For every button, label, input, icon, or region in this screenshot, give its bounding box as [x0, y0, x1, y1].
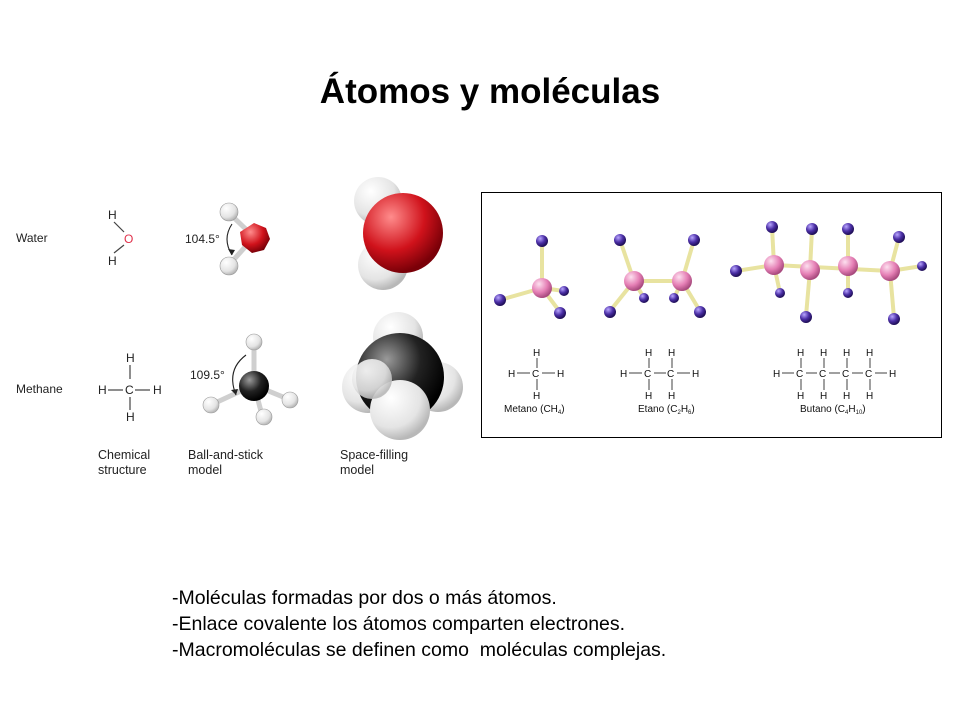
bullet-item: -Macromoléculas se definen como molécula… — [172, 639, 667, 661]
svg-text:H: H — [889, 369, 896, 380]
svg-text:H: H — [620, 369, 627, 380]
svg-text:C: C — [125, 383, 134, 397]
svg-text:H: H — [668, 391, 675, 402]
svg-text:H: H — [557, 369, 564, 380]
methane-3d-model — [499, 241, 565, 314]
svg-text:H: H — [533, 391, 540, 402]
methane-structural-formula: H H C H H — [508, 348, 564, 402]
svg-text:C: C — [667, 369, 674, 380]
caption-space-filling-1: Space-filling — [340, 448, 408, 462]
caption-ball-and-stick-1: Ball-and-stick — [188, 448, 264, 462]
svg-text:H: H — [866, 348, 873, 359]
methane-chemical-structure: H H C H H — [98, 351, 162, 424]
water-ball-and-stick-model: 104.5° — [185, 202, 270, 276]
svg-text:H: H — [98, 383, 107, 397]
svg-text:H: H — [108, 254, 117, 268]
svg-text:H: H — [126, 410, 135, 424]
ethane-structural-formula: H H H C C H H H — [620, 348, 699, 402]
svg-text:H: H — [645, 391, 652, 402]
methane-caption: Metano (CH4) — [504, 404, 565, 416]
svg-text:H: H — [797, 348, 804, 359]
svg-text:H: H — [153, 383, 162, 397]
bullet-list: -Moléculas formadas por dos o más átomos… — [172, 585, 666, 663]
svg-text:H: H — [843, 391, 850, 402]
svg-text:C: C — [842, 369, 849, 380]
svg-text:H: H — [692, 369, 699, 380]
row-label-water: Water — [16, 231, 48, 245]
svg-text:H: H — [773, 369, 780, 380]
bullet-item: -Moléculas formadas por dos o más átomos… — [172, 587, 557, 609]
svg-text:H: H — [108, 208, 117, 222]
svg-text:H: H — [797, 391, 804, 402]
methane-space-filling-model — [342, 312, 463, 440]
svg-text:H: H — [508, 369, 515, 380]
row-label-methane: Methane — [16, 382, 63, 396]
svg-text:H: H — [866, 391, 873, 402]
svg-text:H: H — [820, 391, 827, 402]
water-bond-angle: 104.5° — [185, 232, 220, 246]
caption-ball-and-stick-2: model — [188, 463, 222, 477]
svg-text:C: C — [532, 369, 539, 380]
butane-structural-formula: H H H H H C C C C H H H H H — [773, 348, 896, 402]
svg-text:H: H — [843, 348, 850, 359]
bullet-item: -Enlace covalente los átomos comparten e… — [172, 613, 626, 635]
svg-text:C: C — [796, 369, 803, 380]
methane-bond-angle: 109.5° — [190, 368, 225, 382]
svg-text:C: C — [819, 369, 826, 380]
svg-text:H: H — [668, 348, 675, 359]
caption-chemical-structure-1: Chemical — [98, 448, 150, 462]
ethane-caption: Etano (C2H6) — [638, 404, 695, 416]
caption-space-filling-2: model — [340, 463, 374, 477]
methane-ball-and-stick-model: 109.5° — [190, 333, 299, 426]
svg-text:C: C — [644, 369, 651, 380]
slide-title: Átomos y moléculas — [319, 72, 661, 111]
butane-caption: Butano (C4H10) — [800, 404, 866, 416]
svg-text:H: H — [533, 348, 540, 359]
svg-text:C: C — [865, 369, 872, 380]
svg-text:H: H — [820, 348, 827, 359]
svg-text:H: H — [126, 351, 135, 365]
water-space-filling-model — [354, 177, 443, 290]
alkanes-models: H H C H H Metano (CH4) H H H C C H H — [494, 221, 927, 416]
water-chemical-structure: H O H — [108, 208, 133, 268]
caption-chemical-structure-2: structure — [98, 463, 147, 477]
water-methane-figure: Water Methane H O H 104.5° H H C H H — [16, 177, 463, 477]
alkanes-figure: H H C H H Metano (CH4) H H H C C H H — [481, 192, 942, 438]
oxygen-label: O — [124, 232, 133, 246]
svg-text:H: H — [645, 348, 652, 359]
